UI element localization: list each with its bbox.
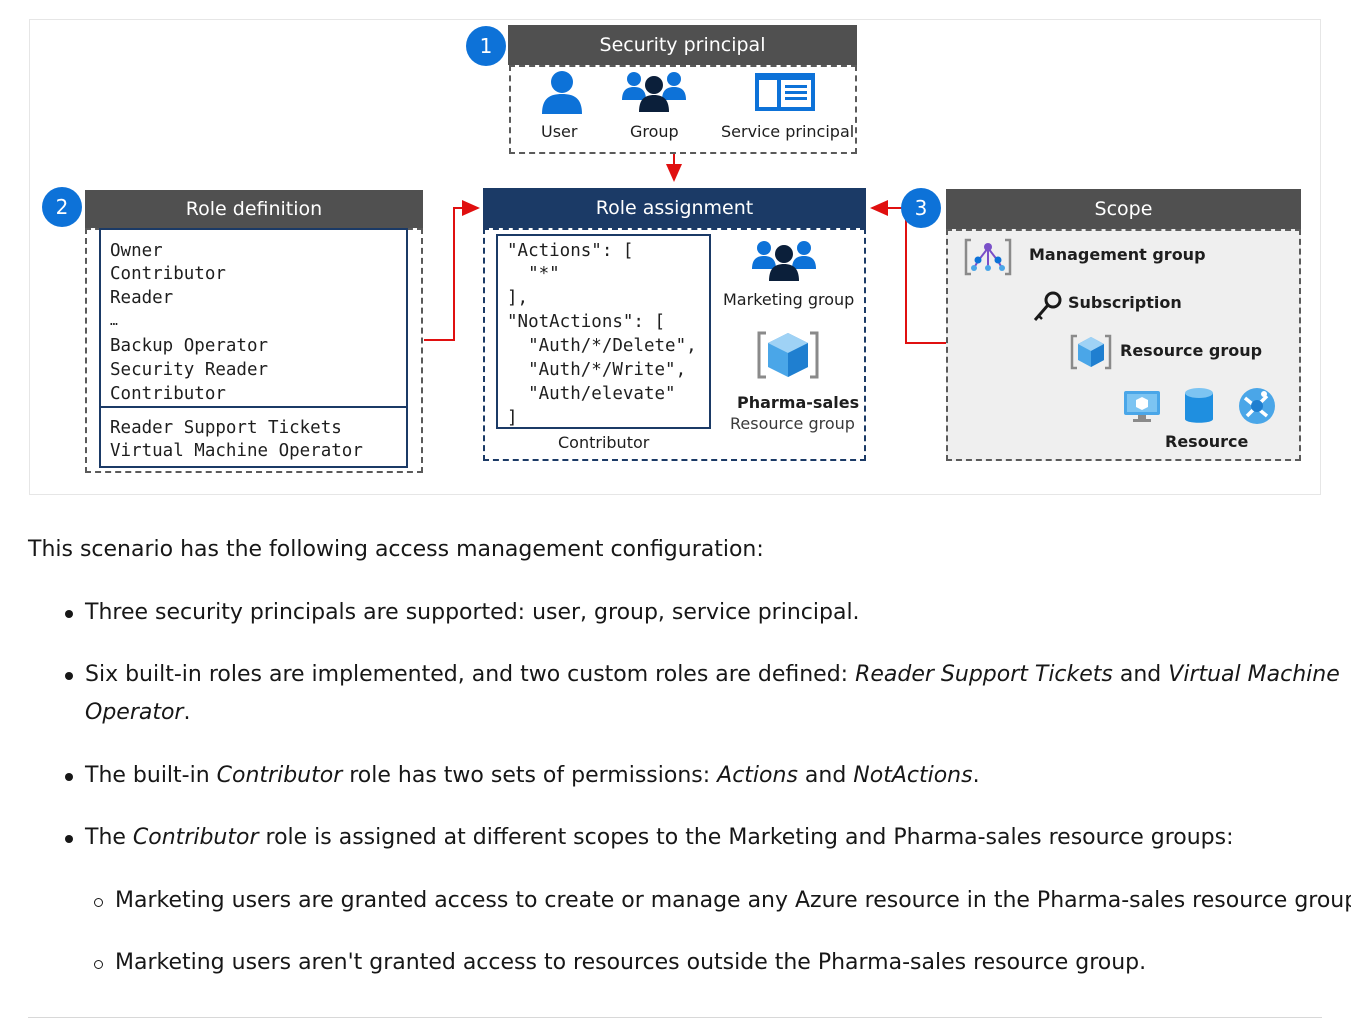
management-group-icon xyxy=(964,238,1012,276)
sub-bullet-not-granted: Marketing users aren't granted access to… xyxy=(115,950,1147,975)
role-assignment-box xyxy=(483,228,866,461)
web-app-icon xyxy=(1239,388,1275,424)
builtin-role: Backup Operator xyxy=(110,336,269,356)
scope-resource-label: Resource xyxy=(1165,432,1249,451)
code-line: ], xyxy=(507,288,529,308)
code-line: "Auth/*/Write", xyxy=(507,360,687,380)
subscription-key-icon xyxy=(1033,291,1062,321)
role-definition-header: Role definition xyxy=(85,190,423,228)
bullet-contributor-permissions: The built-in Contributor role has two se… xyxy=(85,763,980,788)
scope-box xyxy=(946,229,1301,461)
arrow-definition-to-assignment xyxy=(424,200,480,341)
intro-paragraph: This scenario has the following access m… xyxy=(28,537,764,562)
sub-bullet-granted: Marketing users are granted access to cr… xyxy=(115,888,1351,913)
principal-group-label: Group xyxy=(630,122,679,141)
security-principal-header: Security principal xyxy=(508,25,857,65)
virtual-machine-icon xyxy=(1124,391,1160,422)
step-badge-1: 1 xyxy=(466,26,506,66)
builtin-role-ellipsis: … xyxy=(110,314,118,329)
marketing-group-label: Marketing group xyxy=(723,290,855,309)
role-list-divider xyxy=(99,406,408,408)
scope-management-group-label: Management group xyxy=(1029,245,1206,264)
step-badge-3: 3 xyxy=(901,188,941,228)
bullet-roles-cont: Operator. xyxy=(85,700,191,725)
bullet-dot xyxy=(65,835,73,843)
diagram-frame xyxy=(29,19,1321,495)
service-principal-icon xyxy=(755,73,815,111)
contributor-label: Contributor xyxy=(558,433,650,452)
bullet-roles: Six built-in roles are implemented, and … xyxy=(85,662,1340,687)
section-divider xyxy=(28,1017,1322,1018)
scope-resource-group-label: Resource group xyxy=(1120,341,1263,360)
principal-user-label: User xyxy=(541,122,578,141)
pharma-sales-type: Resource group xyxy=(730,414,855,433)
scope-header: Scope xyxy=(946,189,1301,229)
security-principal-box xyxy=(509,65,857,154)
marketing-group-icon xyxy=(752,241,816,281)
code-line: "*" xyxy=(507,264,560,284)
builtin-role: Owner xyxy=(110,241,163,261)
code-line: "Actions": [ xyxy=(507,241,634,261)
storage-database-icon xyxy=(1185,388,1213,423)
code-line: "Auth/elevate" xyxy=(507,384,676,404)
code-line: "NotActions": [ xyxy=(507,312,666,332)
sub-bullet-circle xyxy=(94,960,103,969)
user-icon xyxy=(542,71,582,114)
sub-bullet-circle xyxy=(94,898,103,907)
custom-role: Virtual Machine Operator xyxy=(110,441,363,461)
resource-group-icon xyxy=(757,331,819,379)
bullet-dot xyxy=(65,610,73,618)
pharma-sales-name: Pharma-sales xyxy=(737,393,860,412)
group-icon xyxy=(622,72,686,112)
custom-role: Reader Support Tickets xyxy=(110,418,342,438)
arrow-scope-to-assignment xyxy=(870,200,946,344)
step-badge-2: 2 xyxy=(42,187,82,227)
builtin-role: Reader xyxy=(110,288,174,308)
scope-resource-group-icon xyxy=(1070,334,1112,370)
code-line: "Auth/*/Delete", xyxy=(507,336,697,356)
bullet-dot xyxy=(65,773,73,781)
bullet-contributor-scopes: The Contributor role is assigned at diff… xyxy=(85,825,1234,850)
builtin-role: Security Reader xyxy=(110,360,269,380)
builtin-role: Contributor xyxy=(110,264,226,284)
bullet-dot xyxy=(65,672,73,680)
scope-subscription-label: Subscription xyxy=(1068,293,1182,312)
role-list-border xyxy=(99,228,408,468)
code-line: ] xyxy=(507,408,518,428)
builtin-role: Contributor xyxy=(110,384,226,404)
role-assignment-header: Role assignment xyxy=(483,188,866,228)
contributor-permissions-box xyxy=(496,234,711,429)
principal-service-label: Service principal xyxy=(721,122,855,141)
bullet-principals: Three security principals are supported:… xyxy=(85,600,860,625)
